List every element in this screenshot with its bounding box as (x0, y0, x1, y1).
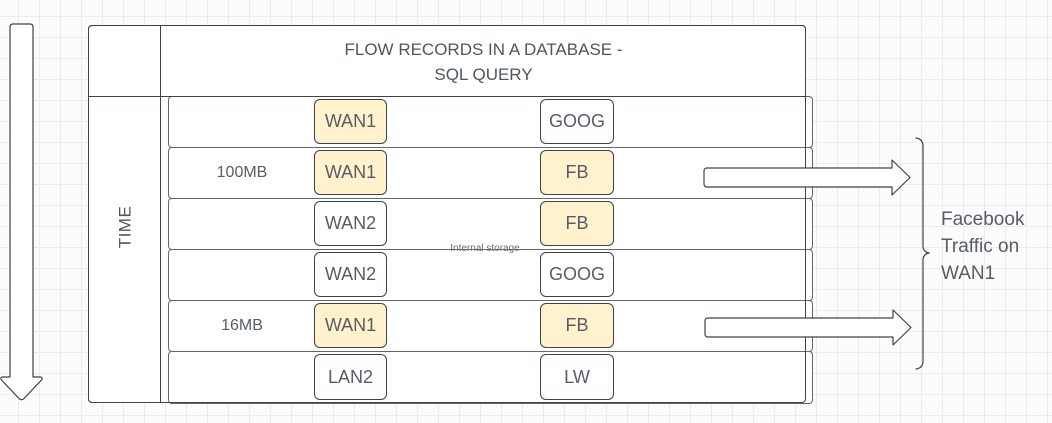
wan-cell-label: LAN2 (327, 366, 374, 387)
record-row[interactable]: WAN1 GOOG (168, 96, 813, 148)
service-cell[interactable]: FB (540, 303, 614, 348)
service-cell-label: FB (565, 162, 589, 182)
internal-storage-label: Internal storage (450, 243, 520, 254)
wan-cell-label: WAN2 (324, 264, 377, 284)
table-title: FLOW RECORDS IN A DATABASE - SQL QUERY (161, 26, 806, 97)
side-annotation-line2: Traffic on (941, 236, 1020, 257)
record-row[interactable]: LAN2 LW (168, 351, 813, 404)
size-label: 16MB (221, 317, 263, 334)
size-label (169, 199, 315, 249)
record-row[interactable]: WAN2 GOOG (168, 249, 813, 301)
wan-cell[interactable]: WAN2 (314, 201, 387, 246)
side-annotation-line1: Facebook (941, 209, 1025, 230)
service-cell-label: FB (565, 213, 589, 233)
wan-cell-label: WAN1 (324, 162, 377, 182)
wan1-traffic-arrow-top[interactable] (703, 157, 913, 199)
service-cell-label: GOOG (548, 264, 605, 284)
service-cell[interactable]: LW (540, 354, 614, 400)
size-label (169, 97, 315, 147)
wan-cell-label: WAN1 (324, 111, 377, 131)
service-cell-label: GOOG (548, 111, 605, 131)
service-cell[interactable]: GOOG (540, 252, 614, 297)
service-cell-label: FB (565, 315, 589, 335)
wan-cell-label: WAN2 (324, 213, 377, 233)
table-title-line1: FLOW RECORDS IN A DATABASE - (344, 39, 623, 59)
size-label (169, 250, 315, 300)
wan-cell-label: WAN1 (324, 315, 377, 335)
size-label: 100MB (216, 164, 268, 181)
service-cell[interactable]: GOOG (540, 99, 614, 144)
service-cell[interactable]: FB (540, 201, 614, 246)
side-annotation[interactable]: Facebook Traffic on WAN1 (941, 206, 1052, 287)
wan-cell[interactable]: WAN2 (314, 252, 387, 297)
grouping-brace[interactable] (910, 130, 936, 376)
wan-cell[interactable]: WAN1 (314, 150, 387, 195)
wan1-traffic-arrow-bottom[interactable] (704, 307, 914, 349)
wan-cell[interactable]: WAN1 (314, 99, 387, 144)
side-annotation-line3: WAN1 (941, 263, 996, 284)
time-direction-arrow[interactable] (0, 0, 46, 423)
record-row[interactable]: WAN2 FB (168, 198, 813, 250)
service-cell[interactable]: FB (540, 150, 614, 195)
wan-cell[interactable]: WAN1 (314, 303, 387, 348)
wan-cell[interactable]: LAN2 (314, 354, 387, 400)
size-label (169, 352, 315, 403)
service-cell-label: LW (564, 366, 590, 387)
table-title-line2: SQL QUERY (434, 64, 533, 84)
